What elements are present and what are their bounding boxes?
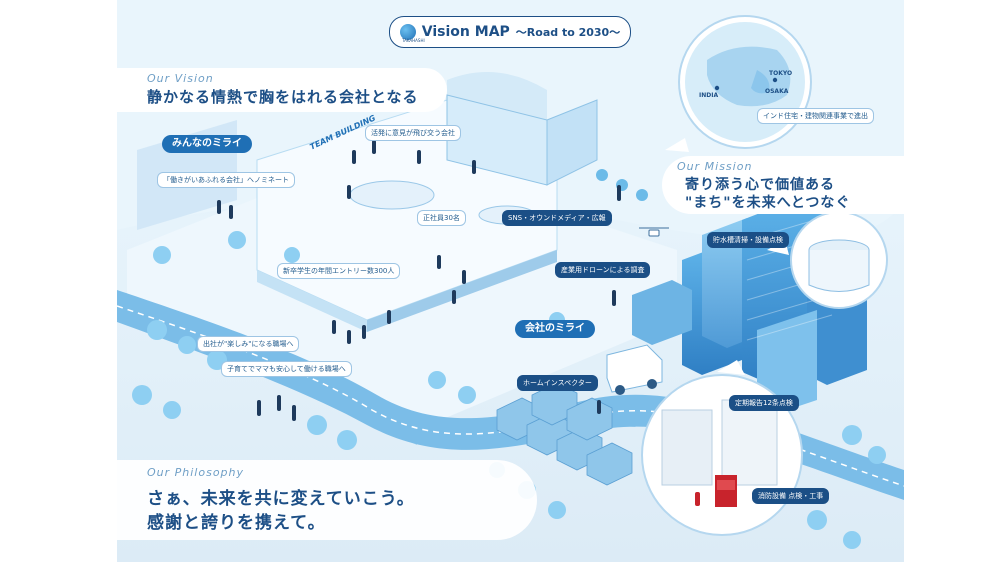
callout-water-tank: 貯水槽清掃・設備点検 <box>707 232 789 248</box>
callout-fire-equipment: 消防設備 点検・工事 <box>752 488 830 504</box>
philosophy-banner <box>117 460 537 540</box>
mission-heading: Our Mission <box>677 160 753 173</box>
callout-employees: 正社員30名 <box>417 210 466 226</box>
philosophy-line-1: さぁ、未来を共に変えていこう。 <box>147 489 415 509</box>
water-tank-icon <box>767 211 888 309</box>
callout-periodic-report: 定期報告12条点検 <box>729 395 799 411</box>
vision-map-poster: TAKAHASHI Vision MAP ～Road to 2030～ Our … <box>117 0 904 562</box>
logo-text: TAKAHASHI <box>402 38 425 43</box>
everyone-future-tag: みんなのミライ <box>162 135 252 153</box>
callout-new-grad: 新卒学生の年間エントリー数300人 <box>277 263 401 279</box>
page-subtitle: ～Road to 2030～ <box>515 26 621 39</box>
company-future-tag: 会社のミライ <box>515 320 595 338</box>
globe-caption: インド住宅・建物関連事業で進出 <box>757 108 874 124</box>
globe-label-osaka: OSAKA <box>765 88 789 95</box>
philosophy-heading: Our Philosophy <box>147 466 245 479</box>
philosophy-line-2: 感謝と誇りを携えて。 <box>147 513 326 533</box>
mission-line-1: 寄り添う心で価値ある <box>685 177 835 193</box>
mission-banner <box>662 156 904 214</box>
callout-rewarding-company: 「働きがいあふれる会社」へノミネート <box>157 172 295 188</box>
logo-icon <box>399 24 416 40</box>
house-icon <box>496 382 633 486</box>
callout-parenting: 子育てでママも安心して働ける職場へ <box>221 361 352 377</box>
callout-drone: 産業用ドローンによる調査 <box>555 262 651 278</box>
vision-banner <box>117 68 447 112</box>
vision-heading: Our Vision <box>147 72 214 85</box>
callout-sns: SNS・オウンドメディア・広報 <box>502 210 612 226</box>
vision-statement: 静かなる情熱で胸をはれる会社となる <box>147 88 419 106</box>
globe-label-tokyo: TOKYO <box>769 70 793 77</box>
drone-icon <box>639 227 669 237</box>
van-icon <box>606 344 663 395</box>
title-pill: TAKAHASHI Vision MAP ～Road to 2030～ <box>389 16 631 48</box>
fire-extinguisher-icon <box>715 475 737 507</box>
callout-fun-workplace: 出社が"楽しみ"になる職場へ <box>197 336 300 352</box>
mission-line-2: "まち"を未来へとつなぐ <box>685 195 851 211</box>
callout-home-inspector: ホームインスペクター <box>517 375 598 391</box>
callout-lively-ideas: 活発に意見が飛び交う会社 <box>365 125 461 141</box>
page-title: Vision MAP <box>421 24 510 40</box>
globe-label-india: INDIA <box>699 92 719 99</box>
